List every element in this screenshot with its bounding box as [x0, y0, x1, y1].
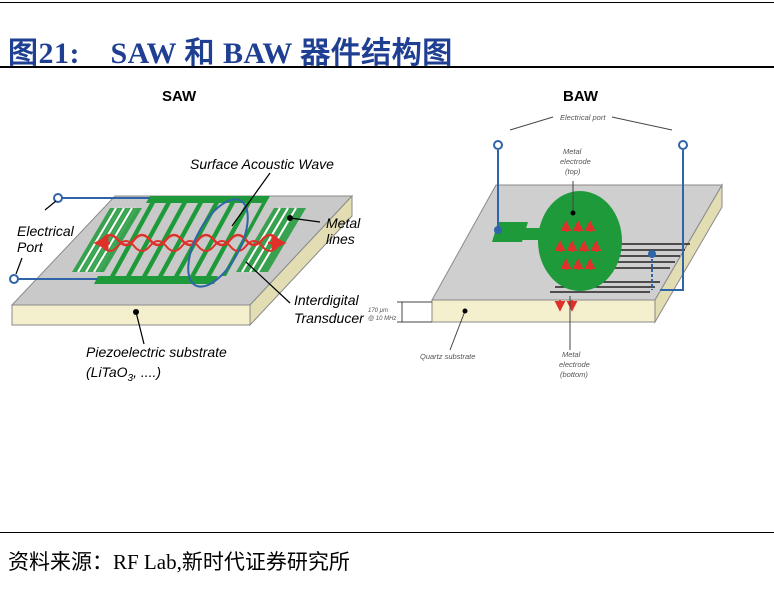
- saw-label-metal-1: Metal: [326, 215, 361, 231]
- saw-label-port-2: Port: [17, 239, 44, 255]
- bottom-rule: [0, 532, 774, 533]
- baw-label-bottom-2: electrode: [559, 360, 590, 369]
- baw-label-quartz: Quartz substrate: [420, 352, 475, 361]
- baw-device: Electrical port Metal electrode (top) 17…: [368, 113, 723, 379]
- baw-label-top-2: electrode: [560, 157, 591, 166]
- baw-port-terminal-2: [678, 140, 688, 150]
- baw-label-port: Electrical port: [560, 113, 606, 122]
- saw-substrate-front: [11, 304, 251, 326]
- saw-device: Surface Acoustic Wave Electrical Port Me…: [9, 156, 365, 384]
- source-note: 资料来源：RF Lab,新时代证券研究所: [8, 550, 350, 574]
- saw-idt-highlight: [187, 198, 249, 288]
- saw-substrate-side: [249, 194, 353, 327]
- top-rule: [0, 2, 774, 3]
- saw-panel-label: SAW: [162, 88, 197, 105]
- saw-wave: [101, 233, 279, 247]
- figure-title: 图21: SAW 和 BAW 器件结构图: [8, 37, 453, 70]
- saw-label-substrate-1: Piezoelectric substrate: [86, 344, 227, 360]
- baw-label-thickness-2: @ 10 MHz: [368, 316, 396, 322]
- saw-label-idt-2: Transducer: [294, 310, 365, 326]
- saw-electrical-wires: [16, 197, 150, 280]
- saw-label-substrate-2: (LiTaO3, ....): [86, 364, 161, 384]
- baw-field-arrows: [554, 220, 602, 312]
- baw-label-top-3: (top): [565, 167, 581, 176]
- baw-electrical-wires: [497, 150, 684, 291]
- baw-label-bottom-3: (bottom): [560, 370, 588, 379]
- baw-label-thickness-1: 170 μm: [368, 308, 388, 314]
- saw-label-port-1: Electrical: [17, 223, 75, 239]
- baw-panel-label: BAW: [563, 88, 598, 105]
- title-rule: [0, 66, 774, 68]
- baw-port-terminal-1: [493, 140, 503, 150]
- baw-bottom-electrode: [550, 243, 690, 293]
- saw-label-metal-2: lines: [326, 231, 355, 247]
- saw-label-surface-wave: Surface Acoustic Wave: [190, 156, 334, 172]
- saw-label-idt-1: Interdigital: [294, 292, 359, 308]
- baw-substrate-side: [654, 183, 723, 324]
- saw-port-terminal-2: [9, 274, 19, 284]
- saw-port-terminal-1: [53, 193, 63, 203]
- baw-label-top-1: Metal: [563, 147, 582, 156]
- baw-label-bottom-1: Metal: [562, 350, 581, 359]
